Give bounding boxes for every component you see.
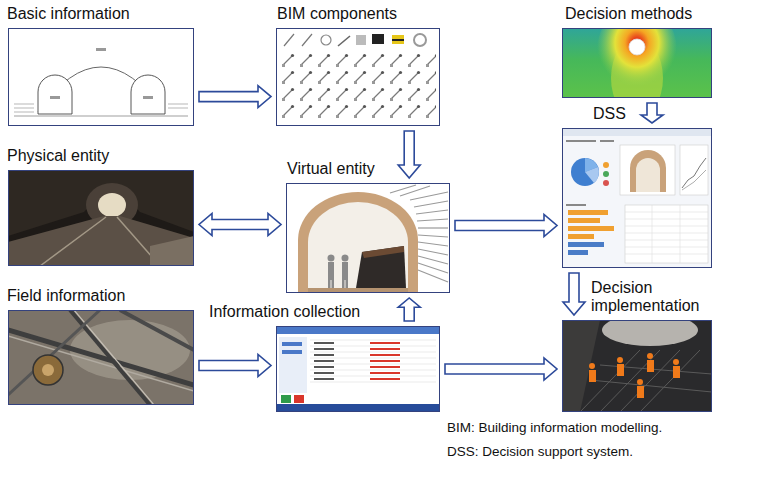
image-panel: Basic information bbox=[8, 28, 194, 126]
image-panel: Information collection bbox=[276, 326, 440, 412]
tunnel-drawing bbox=[8, 28, 194, 126]
dss-screenshot bbox=[562, 128, 712, 268]
panel-heading: Physical entity bbox=[7, 147, 109, 165]
block-arrow bbox=[199, 355, 271, 377]
block-arrow bbox=[199, 214, 281, 236]
panel-heading: Decision methods bbox=[565, 5, 692, 23]
stress-contour bbox=[562, 28, 712, 98]
sensor-photo bbox=[8, 310, 194, 405]
image-panel: Physical entity bbox=[8, 170, 194, 266]
panel-heading: Decision implementation bbox=[591, 279, 711, 316]
block-arrow bbox=[641, 103, 663, 123]
image-panel: Decision methods bbox=[562, 28, 712, 98]
block-arrow bbox=[398, 298, 420, 321]
tunnel-model bbox=[286, 183, 450, 293]
image-panel: Decision implementation bbox=[562, 320, 712, 412]
panel-heading: Basic information bbox=[7, 5, 130, 23]
panel-heading: Virtual entity bbox=[287, 160, 375, 178]
image-panel: Virtual entity bbox=[286, 183, 450, 293]
panel-heading: DSS bbox=[593, 105, 626, 123]
panel-heading: Information collection bbox=[209, 303, 360, 321]
tunnel-photo bbox=[8, 170, 194, 266]
image-panel: BIM components bbox=[276, 28, 440, 126]
site-photo bbox=[562, 320, 712, 412]
panel-heading: BIM components bbox=[277, 5, 397, 23]
image-panel: DSS bbox=[562, 128, 712, 268]
block-arrow bbox=[563, 273, 585, 315]
image-panel: Field information bbox=[8, 310, 194, 405]
abbreviation-note: DSS: Decision support system. bbox=[447, 444, 633, 460]
component-icons bbox=[276, 28, 440, 126]
block-arrow bbox=[455, 215, 557, 237]
block-arrow bbox=[199, 86, 271, 108]
block-arrow bbox=[398, 131, 420, 178]
block-arrow bbox=[445, 358, 557, 380]
collection-screenshot bbox=[276, 326, 440, 412]
panel-heading: Field information bbox=[7, 287, 125, 305]
abbreviation-note: BIM: Building information modelling. bbox=[447, 420, 662, 436]
